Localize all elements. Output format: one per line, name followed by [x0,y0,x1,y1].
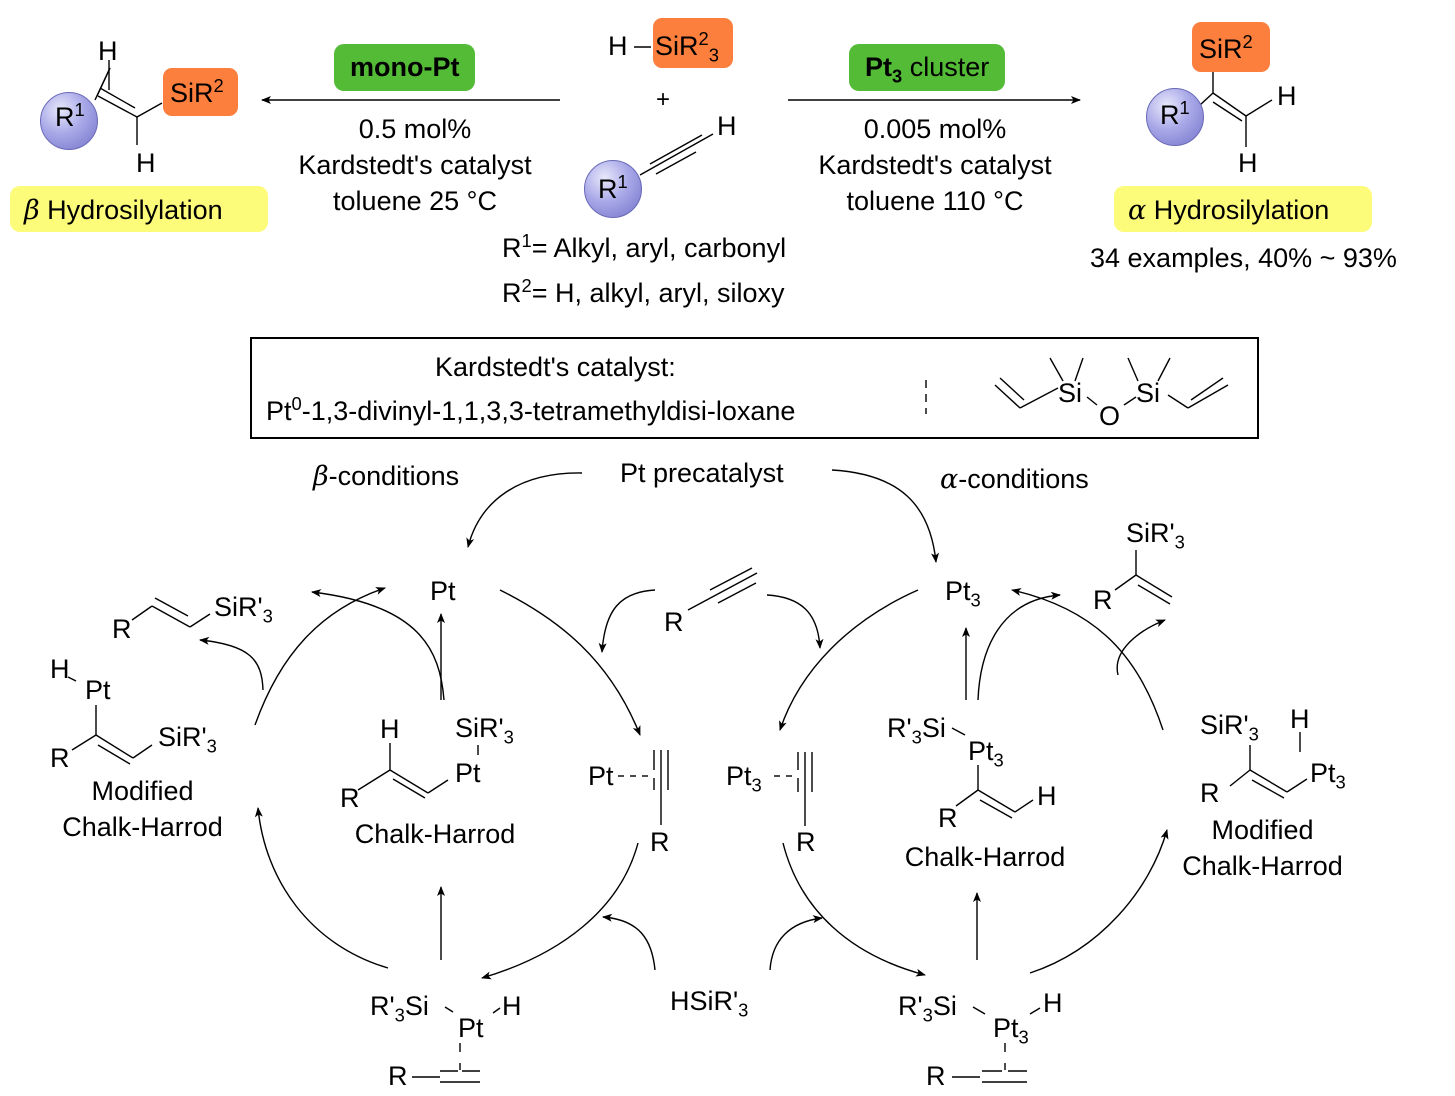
karstedt-si-2: Si [1136,378,1161,408]
beta-conditions-label: β-conditions [313,461,460,492]
alpha-mch-label-1: Modified [1211,815,1314,845]
karstedt-si-1: Si [1058,378,1083,408]
beta-ox-add-metal: Pt [458,1013,484,1043]
mono-pt-badge: mono-Pt [334,44,476,91]
beta-ch-h: H [380,714,400,744]
alpha-conditions-loading: 0.005 mol% [863,114,1007,144]
beta-mch-label-1: Modified [91,776,194,806]
alpha-hydrosilylation-label-bg [1114,186,1372,232]
beta-cycle-product-si: SiR'3 [214,592,273,627]
beta-cycle-catalyst: Pt [430,576,456,606]
karstedt-catalyst-box [250,337,1259,439]
alkyne-h: H [717,111,737,141]
plus-sign: + [656,86,671,113]
beta-mch-h: H [50,654,70,684]
alpha-mch-h: H [1290,704,1310,734]
karstedt-title: Kardstedt's catalyst: [435,352,676,382]
alpha-silyl-highlight [1192,22,1270,72]
beta-ox-add-r: R [388,1061,408,1091]
alpha-mch-si: SiR'3 [1200,710,1259,745]
beta-ch-metal: Pt [455,758,481,788]
beta-silyl-highlight [163,68,238,116]
alpha-ch-h: H [1037,781,1057,811]
alpha-ox-add-metal: Pt3 [993,1013,1029,1048]
beta-hydrosilylation-label: β Hydrosilylation [24,195,223,226]
beta-mch-metal: Pt [85,675,111,705]
beta-cycle-product-r: R [112,614,132,644]
beta-ch-label: Chalk-Harrod [354,819,516,849]
alpha-ox-add-r: R [926,1061,946,1091]
alpha-product-h-right: H [1277,81,1297,111]
karstedt-o: O [1099,401,1121,431]
beta-product-silyl: SiR2 [170,75,224,108]
alpha-ox-add-si: R'3Si [898,991,957,1026]
beta-conditions-loading: 0.5 mol% [358,114,472,144]
r1-sphere-alpha [1146,88,1204,146]
alpha-pi-complex-metal: Pt3 [726,761,762,796]
beta-product-h-bottom: H [136,148,156,178]
beta-ox-add-h: H [502,991,522,1021]
beta-pi-complex-metal: Pt [588,761,614,791]
alpha-product-silyl: SiR2 [1199,31,1253,64]
beta-ch-r: R [340,783,360,813]
alpha-ch-metal: Pt3 [968,736,1004,771]
alpha-ox-add-h: H [1043,988,1063,1018]
alpha-ch-r: R [938,803,958,833]
r1-definition: R1= Alkyl, aryl, carbonyl [502,230,787,263]
beta-mch-label-2: Chalk-Harrod [62,812,223,842]
silane-group: SiR23 [655,28,719,66]
hsilane-label: HSiR'3 [670,986,749,1021]
beta-pi-complex-r: R [650,827,670,857]
beta-conditions-catalyst: Kardstedt's catalyst [298,150,532,180]
karstedt-name: Pt0-1,3-divinyl-1,1,3,3-tetramethyldisi-… [266,393,796,426]
alpha-mch-metal: Pt3 [1310,758,1346,793]
alpha-product-h-bottom: H [1238,148,1258,178]
alpha-mch-label-2: Chalk-Harrod [1182,851,1343,881]
alpha-conditions-solvent: toluene 110 °C [846,186,1024,216]
alpha-hydrosilylation-label: α Hydrosilylation [1128,195,1330,226]
alpha-mch-r: R [1200,778,1220,808]
silane-highlight [653,18,733,68]
beta-ox-add-si: R'3Si [370,991,429,1026]
pt3-cluster-badge: Pt3 cluster [849,44,1006,91]
beta-hydrosilylation-label-bg [10,186,268,232]
alpha-cycle-catalyst: Pt3 [945,576,981,611]
alpha-ch-si: R'3Si [887,713,946,748]
r1-sphere-beta [40,92,98,150]
alpha-ch-label: Chalk-Harrod [904,842,1066,872]
beta-conditions-solvent: toluene 25 °C [333,186,497,216]
beta-ch-si: SiR'3 [455,713,514,748]
beta-mch-r: R [50,743,70,773]
alpha-cycle-product-si: SiR'3 [1126,518,1185,553]
alkyne-r-label: R [664,607,684,637]
pt-precatalyst: Pt precatalyst [620,458,784,488]
alpha-pi-complex-r: R [796,827,816,857]
substrate-scope: 34 examples, 40% ~ 93% [1090,243,1397,273]
beta-product-h-top: H [98,36,118,66]
alpha-conditions-catalyst: Kardstedt's catalyst [818,150,1052,180]
beta-mch-si: SiR'3 [158,722,217,757]
r2-definition: R2= H, alkyl, aryl, siloxy [502,275,785,308]
alkyne-r1: R1 [598,171,628,204]
alpha-conditions-label: α-conditions [940,464,1089,495]
alpha-product-r1: R1 [1160,97,1190,130]
alpha-cycle-product-r: R [1093,585,1113,615]
beta-product-r1: R1 [55,99,85,132]
silane-h: H [608,31,628,61]
r1-sphere-alkyne [584,160,642,218]
